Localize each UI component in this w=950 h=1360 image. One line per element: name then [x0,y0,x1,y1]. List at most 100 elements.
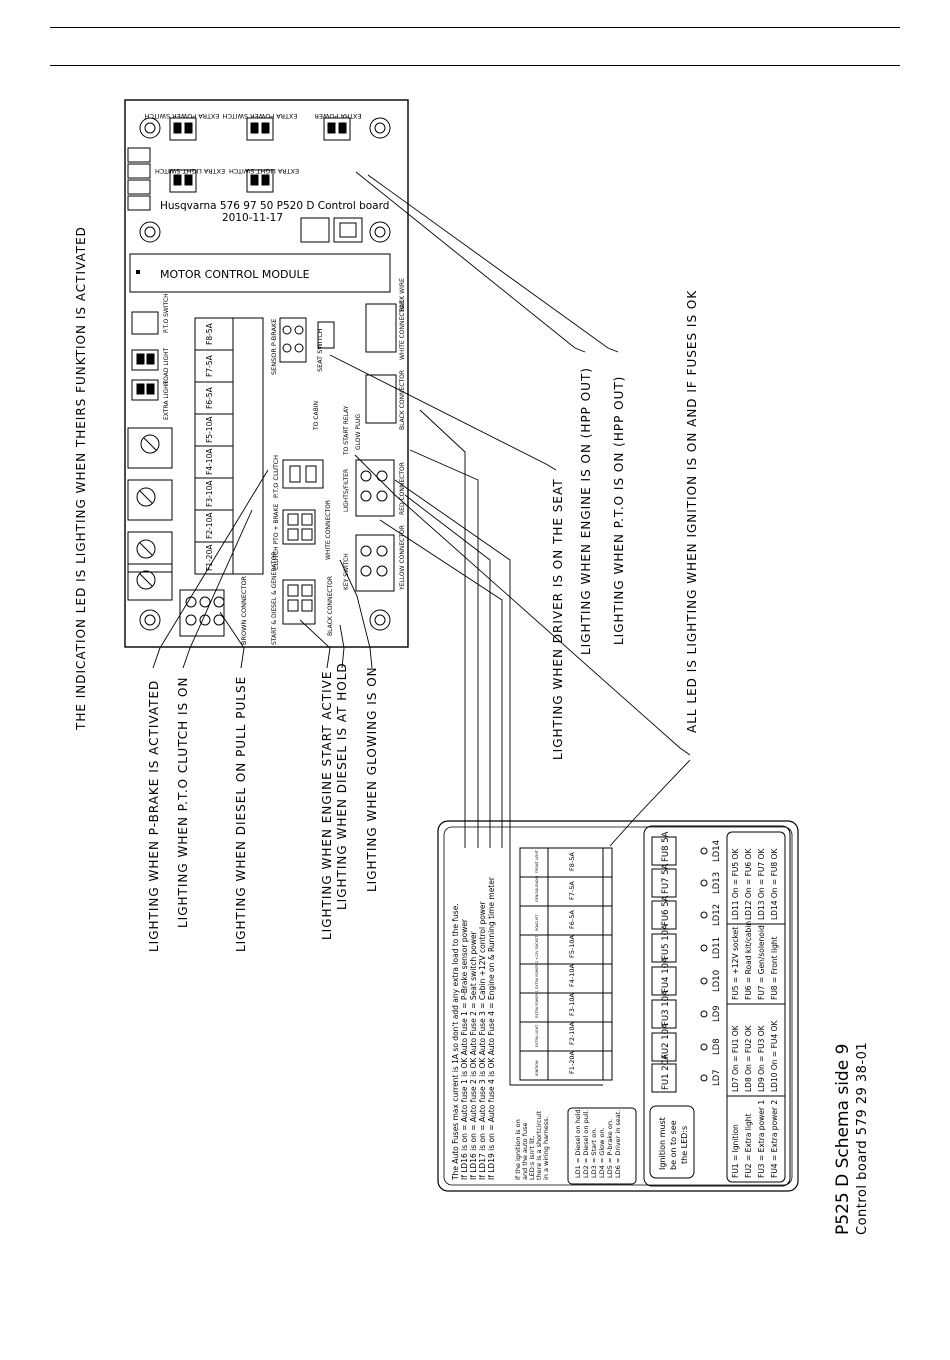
mini-fuse-6: F6-5A [568,910,576,929]
connector-label-5: EXTRA LIGHT SWITCH [229,167,299,175]
annotation-seat: LIGHTING WHEN DRIVER IS ON THE SEAT [551,478,565,760]
label-red-connector: RED CONNECTOR [399,462,406,515]
ld-list-2: LD3 = Start on. [590,1128,598,1178]
brown-connector [179,589,225,637]
ld-list-1: LD2 = Diesel on pull. [582,1110,590,1179]
board-date: 2010-11-17 [222,212,283,224]
fuse-table-fuses [651,836,677,1093]
fuse-label-2: F2-10A [205,512,214,539]
ignition-note-0: If the ignition is on [514,1119,522,1180]
fuse-label-1: F1-20A [205,544,214,571]
mini-head-3: EXTRA POWER 1 [535,990,539,1018]
footer-title: P525 D Schema side 9 [833,1044,853,1235]
label-seat-switch: SEAT SWITCH [316,328,324,372]
footer-subtitle: Control board 579 29 38-01 [855,1042,870,1235]
label-extra-light: EXTRA LIGHT [163,380,170,420]
ld-list: LD1 = Diesel on hold. LD2 = Diesel on pu… [574,1107,622,1178]
ld-list-4: LD5 = P-brake on. [606,1119,614,1178]
mini-head-1: IGNITION [535,1060,539,1076]
motor-control-module [129,253,391,293]
fu-ok-b-1: LD11 On = FU5 OK [731,848,740,920]
fuse-table-fu7: FU7 5A [661,863,671,894]
label-to-cabin: TO CABIN [313,401,320,431]
annotation-indication: THE INDICATION LED IS LIGHTING WHEN THEI… [74,226,88,731]
fuse-table-fu1: FU1 20A [661,1054,671,1090]
connector-label-3: EXTRA POWER [314,112,362,120]
ignition-note-1: and the auto fuse [521,1122,529,1180]
fu-ok-a-2: LD8 On = FU2 OK [744,1024,753,1092]
mini-fuse-cells [520,848,612,1080]
annotation-all-led: ALL LED IS LIGHTING WHEN IGNITION IS ON … [685,290,699,733]
annotation-diesel-pull: LIGHTING WHEN DIESEL ON PULL PULSE [234,676,248,952]
led-ld12: LD12 [712,904,722,926]
fu-meaning-4: FU4 = Extra power 2 [770,1100,779,1178]
led-ld13: LD13 [712,872,722,894]
fuse-table-led-ids: LD7 LD8 LD9 LD10 LD11 LD12 LD13 LD14 [712,840,722,1086]
label-glow-plug: GLOW PLUG [355,414,362,450]
top-connectors [169,117,351,193]
label-lights-filter: LIGHTS/FILTER [343,469,350,512]
footer: P525 D Schema side 9 Control board 579 2… [833,1042,870,1235]
chip-2 [333,217,363,243]
fu-ok-a-3: LD9 On = FU3 OK [757,1024,766,1092]
mini-head-6: ROAD KIT [535,914,539,931]
mini-head-5: +12V SOCKET [535,935,539,960]
connector-label-1: EXTRA POWER SWITCH [144,112,219,120]
module-pin [136,270,140,274]
connector-label-2: EXTRA POWER SWITCH [222,112,297,120]
fu-meaning-1: FU1 = Ignition [731,1124,740,1178]
center-connectors [279,303,397,625]
fuse-label-3: F3-10A [205,480,214,507]
ignition-note-2: LED:s isn't lit, [528,1136,536,1180]
fuse-table-fu2: FU2 10A [661,1023,671,1059]
control-board: EXTRA POWER SWITCH EXTRA POWER SWITCH EX… [124,99,409,648]
label-back-wire: BACK WIRE [399,278,406,312]
auto-fuse-line-2: If LD16 is on = Auto fuse 2 is OK Auto F… [469,930,478,1180]
connector-label-4: EXTRA LIGHT SWITCH [155,167,225,175]
fuse-table-led-circles [700,847,708,1082]
fuse-table-fu5: FU5 10A [661,924,671,960]
annotation-diesel-hold: LIGHTING WHEN DIESEL IS AT HOLD [335,662,349,910]
auto-fuse-line-4: If LD19 is on = Auto fuse 4 is OK Auto F… [487,876,496,1180]
mini-fuse-8: F8-5A [568,852,576,871]
left-small-connectors [131,311,159,401]
label-white-connector: WHITE CONNECTOR [325,500,332,560]
fu-meaning-7: FU7 = Gen/solenoid [757,925,766,1000]
ignition-note: If the ignition is on and the auto fuse … [514,1110,550,1180]
led-ld10: LD10 [712,970,722,992]
fuse-block [194,317,264,575]
ignition-box-0: Ignition must [658,1117,667,1170]
module-label: MOTOR CONTROL MODULE [160,268,310,281]
fuse-label-6: F6-5A [205,386,214,409]
label-white-connector-2: WHITE CONNECTOR [399,300,406,360]
mini-fuse-4: F4-10A [568,964,576,987]
fuse-label-8: F8-5A [205,322,214,345]
ignition-note-4: in a wiring harness. [542,1116,550,1180]
fuse-table [643,825,791,1187]
label-black-connector-2: BLACK CONNECTOR [399,370,406,430]
fuse-table-fu3: FU3 10A [661,990,671,1026]
ignition-note-3: there is a shortcircuit [535,1110,543,1180]
ignition-box-text: Ignition must be on to see the LED:s [658,1117,689,1170]
fu-ok-b-4: LD14 On = FU8 OK [770,848,779,920]
annotation-engine-on: LIGHTING WHEN ENGINE IS ON (HPP OUT) [579,367,593,655]
fuse-label-4: F4-10A [205,448,214,475]
legend-panel: The Auto Fuses max current is 1A so don'… [437,820,799,1192]
ld-list-box [567,1107,637,1185]
ld-list-0: LD1 = Diesel on hold. [574,1107,582,1178]
annotation-pto-clutch: LIGHTING WHEN P.T.O CLUTCH IS ON [176,677,190,928]
label-brown-connector: BROWN CONNECTOR [240,575,248,645]
trimmers [127,427,173,601]
fu-ok-b-3: LD13 On = FU7 OK [757,848,766,920]
annotation-pbrake: LIGHTING WHEN P-BRAKE IS ACTIVATED [147,680,161,952]
fu-meaning-6: FU6 = Road kit/cabin [744,921,753,1000]
ld-list-3: LD4 = Glow on. [598,1127,606,1178]
mini-fuse-labels: F1-20A F2-10A F3-10A F4-10A F5-10A F6-5A… [568,852,576,1074]
auto-fuse-line-0: The Auto Fuses max current is 1A so don'… [451,903,460,1181]
fuse-table-labels: FU1 20A FU2 10A FU3 10A FU4 10A FU5 10A … [661,831,671,1090]
led-ld7: LD7 [712,1069,722,1086]
fuse-table-fu6: FU6 5A [661,895,671,926]
led-ld8: LD8 [712,1038,722,1055]
fu-meaning-8: FU8 = Front light [770,936,779,1000]
